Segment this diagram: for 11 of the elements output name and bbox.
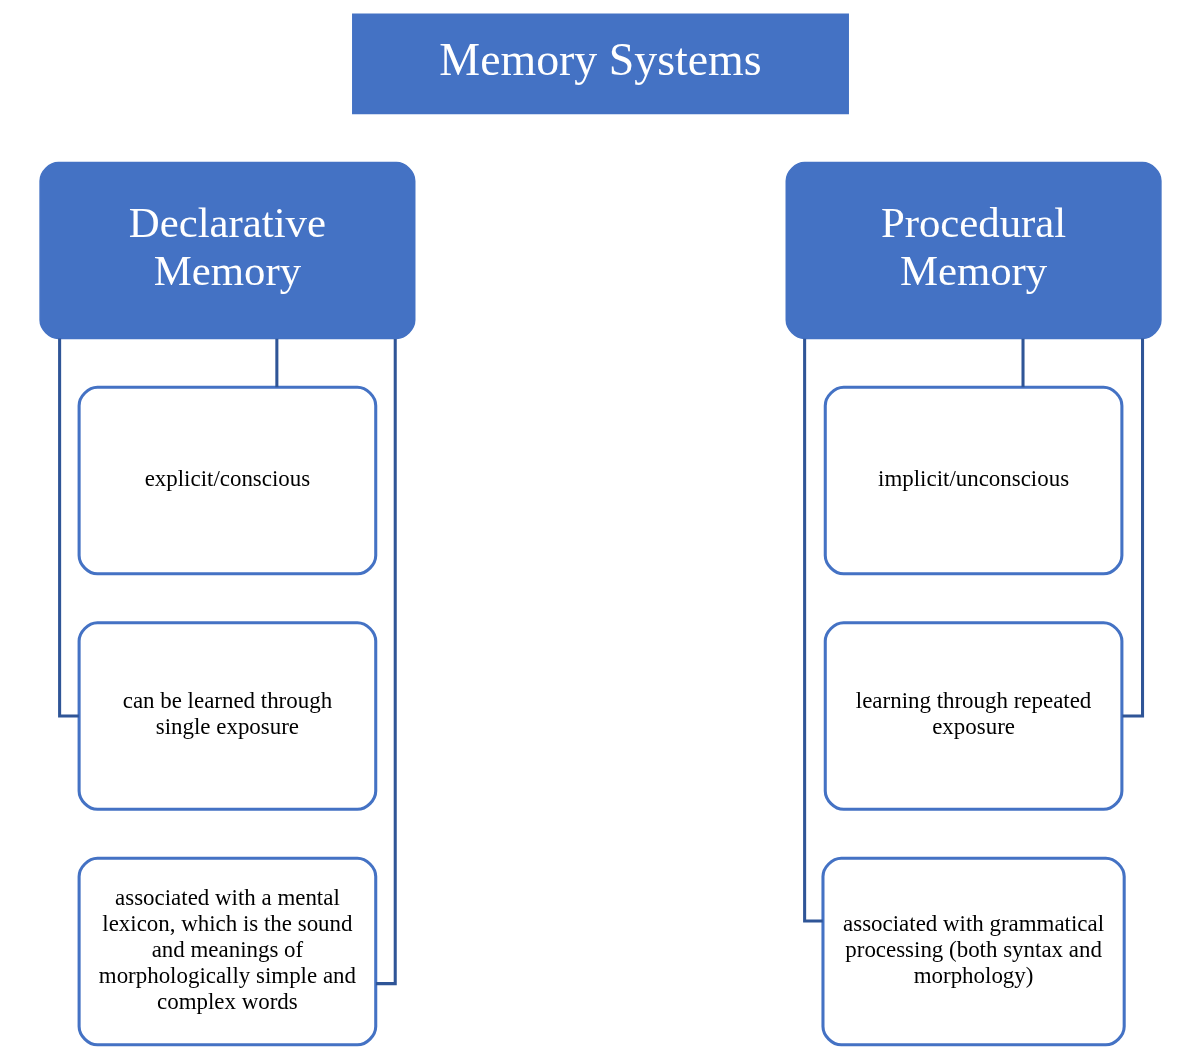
node-box: learning through repeated exposure — [823, 621, 1123, 811]
node-box: Procedural Memory — [785, 161, 1162, 340]
node-box: explicit/conscious — [77, 385, 377, 576]
connector — [1021, 338, 1025, 388]
node-box: Declarative Memory — [38, 161, 415, 340]
node-box: associated with grammatical processing (both syntax and morphology) — [820, 856, 1126, 1047]
node-box: associated with a mental lexicon, which is the sound and meanings of morphologically simple and complex words — [77, 856, 377, 1047]
connector — [274, 338, 278, 388]
node-box: can be learned through single exposure — [77, 621, 377, 811]
node-box: implicit/unconscious — [823, 385, 1123, 576]
node-box: Memory Systems — [351, 13, 849, 115]
